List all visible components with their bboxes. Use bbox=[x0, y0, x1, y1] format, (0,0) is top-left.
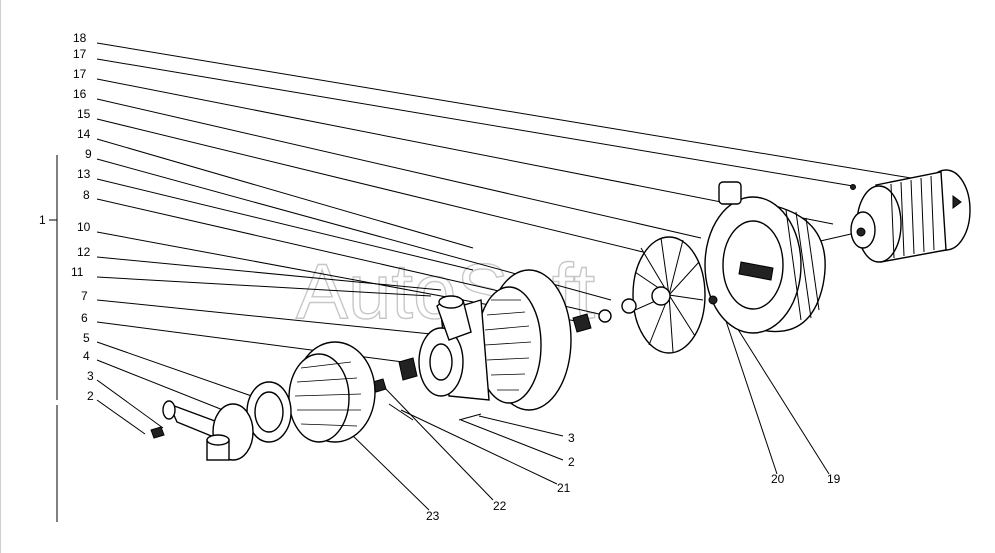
callout-label: 20 bbox=[771, 472, 785, 486]
callout-label: 18 bbox=[73, 31, 87, 45]
callout-label: 23 bbox=[426, 509, 440, 523]
callout-label: 8 bbox=[83, 188, 90, 202]
callout-label: 2 bbox=[568, 455, 575, 469]
part-impeller bbox=[572, 236, 718, 354]
callout-label: 9 bbox=[85, 147, 92, 161]
callout-label: 16 bbox=[73, 87, 87, 101]
callout-label: 21 bbox=[557, 481, 571, 495]
callout-label: 6 bbox=[81, 311, 88, 325]
callout-label: 17 bbox=[73, 67, 87, 81]
callout-label: 14 bbox=[77, 127, 91, 141]
group-label: 1 bbox=[39, 213, 46, 227]
part-strainer-screen bbox=[288, 341, 376, 443]
callout-label: 10 bbox=[77, 220, 91, 234]
callout-label: 4 bbox=[83, 349, 90, 363]
callout-label: 12 bbox=[77, 245, 91, 259]
part-pump-housing-rear bbox=[704, 181, 826, 334]
part-pump-housing-front bbox=[372, 269, 572, 421]
callout-label: 17 bbox=[73, 47, 87, 61]
callout-label: 22 bbox=[493, 499, 507, 513]
part-electric-motor bbox=[815, 169, 971, 263]
callout-label: 19 bbox=[827, 472, 841, 486]
callout-label: 15 bbox=[77, 107, 91, 121]
callout-label: 13 bbox=[77, 167, 91, 181]
callout-label: 3 bbox=[87, 369, 94, 383]
callout-label: 3 bbox=[568, 431, 575, 445]
callouts-bottom: 3 2 21 22 23 20 19 bbox=[426, 431, 841, 523]
callouts-left: 18 17 17 16 15 14 9 13 8 10 12 11 7 6 5 … bbox=[71, 31, 94, 403]
callout-label: 2 bbox=[87, 389, 94, 403]
callout-label: 7 bbox=[81, 289, 88, 303]
part-outlet-elbow bbox=[150, 400, 254, 461]
callout-label: 11 bbox=[71, 265, 84, 279]
callout-label: 5 bbox=[83, 331, 90, 345]
